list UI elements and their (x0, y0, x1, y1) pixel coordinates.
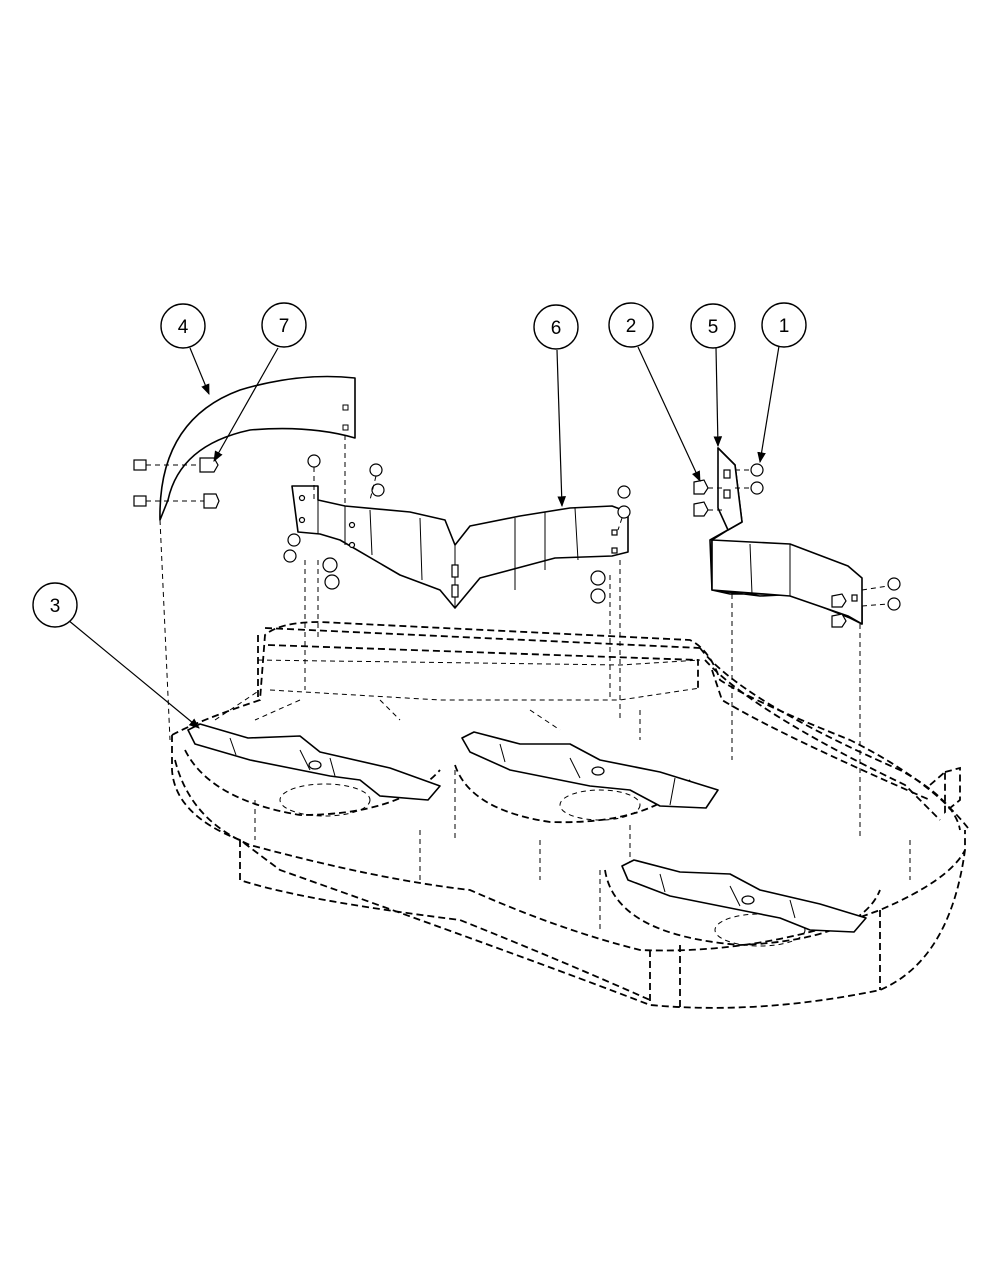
callout-4: 4 (160, 303, 206, 349)
mower-deck-outline (171, 621, 969, 1010)
callout-4-label: 4 (178, 317, 189, 338)
callout-2-label: 2 (626, 316, 637, 337)
callout-5: 5 (690, 303, 736, 349)
callout-3: 3 (32, 582, 78, 628)
blade-center (461, 731, 719, 809)
callout-5-label: 5 (708, 317, 719, 338)
right-baffle (709, 447, 863, 840)
callout-6-label: 6 (551, 318, 562, 339)
blade-left (187, 723, 441, 801)
callout-1: 1 (761, 302, 807, 348)
callout-3-label: 3 (50, 596, 61, 617)
callout-6: 6 (533, 304, 579, 350)
callout-1-label: 1 (779, 316, 790, 337)
callout-2: 2 (608, 302, 654, 348)
blade-right (621, 859, 867, 933)
hardware (133, 454, 901, 628)
callout-7-label: 7 (279, 316, 290, 337)
center-baffle (291, 485, 629, 720)
callout-7: 7 (261, 302, 307, 348)
leader-lines (67, 345, 780, 729)
